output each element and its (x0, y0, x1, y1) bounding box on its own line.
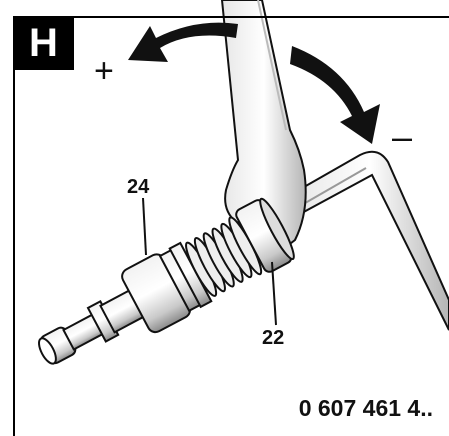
part-number: 0 607 461 4.. (298, 395, 433, 421)
panel-letter-badge: H (13, 16, 74, 70)
direction-plus-label: + (94, 52, 114, 90)
callout-24-leader (142, 197, 147, 256)
callout-label-24: 24 (127, 176, 150, 198)
direction-minus-label: – (392, 116, 413, 157)
callout-22-leader (271, 261, 277, 326)
curved-arrow-icon (128, 22, 380, 144)
nozzle-icon (38, 197, 295, 365)
callout-label-22: 22 (262, 327, 285, 349)
hex-key-icon (288, 150, 449, 331)
frame-top-border (13, 16, 449, 18)
frame-left-border (13, 16, 15, 436)
